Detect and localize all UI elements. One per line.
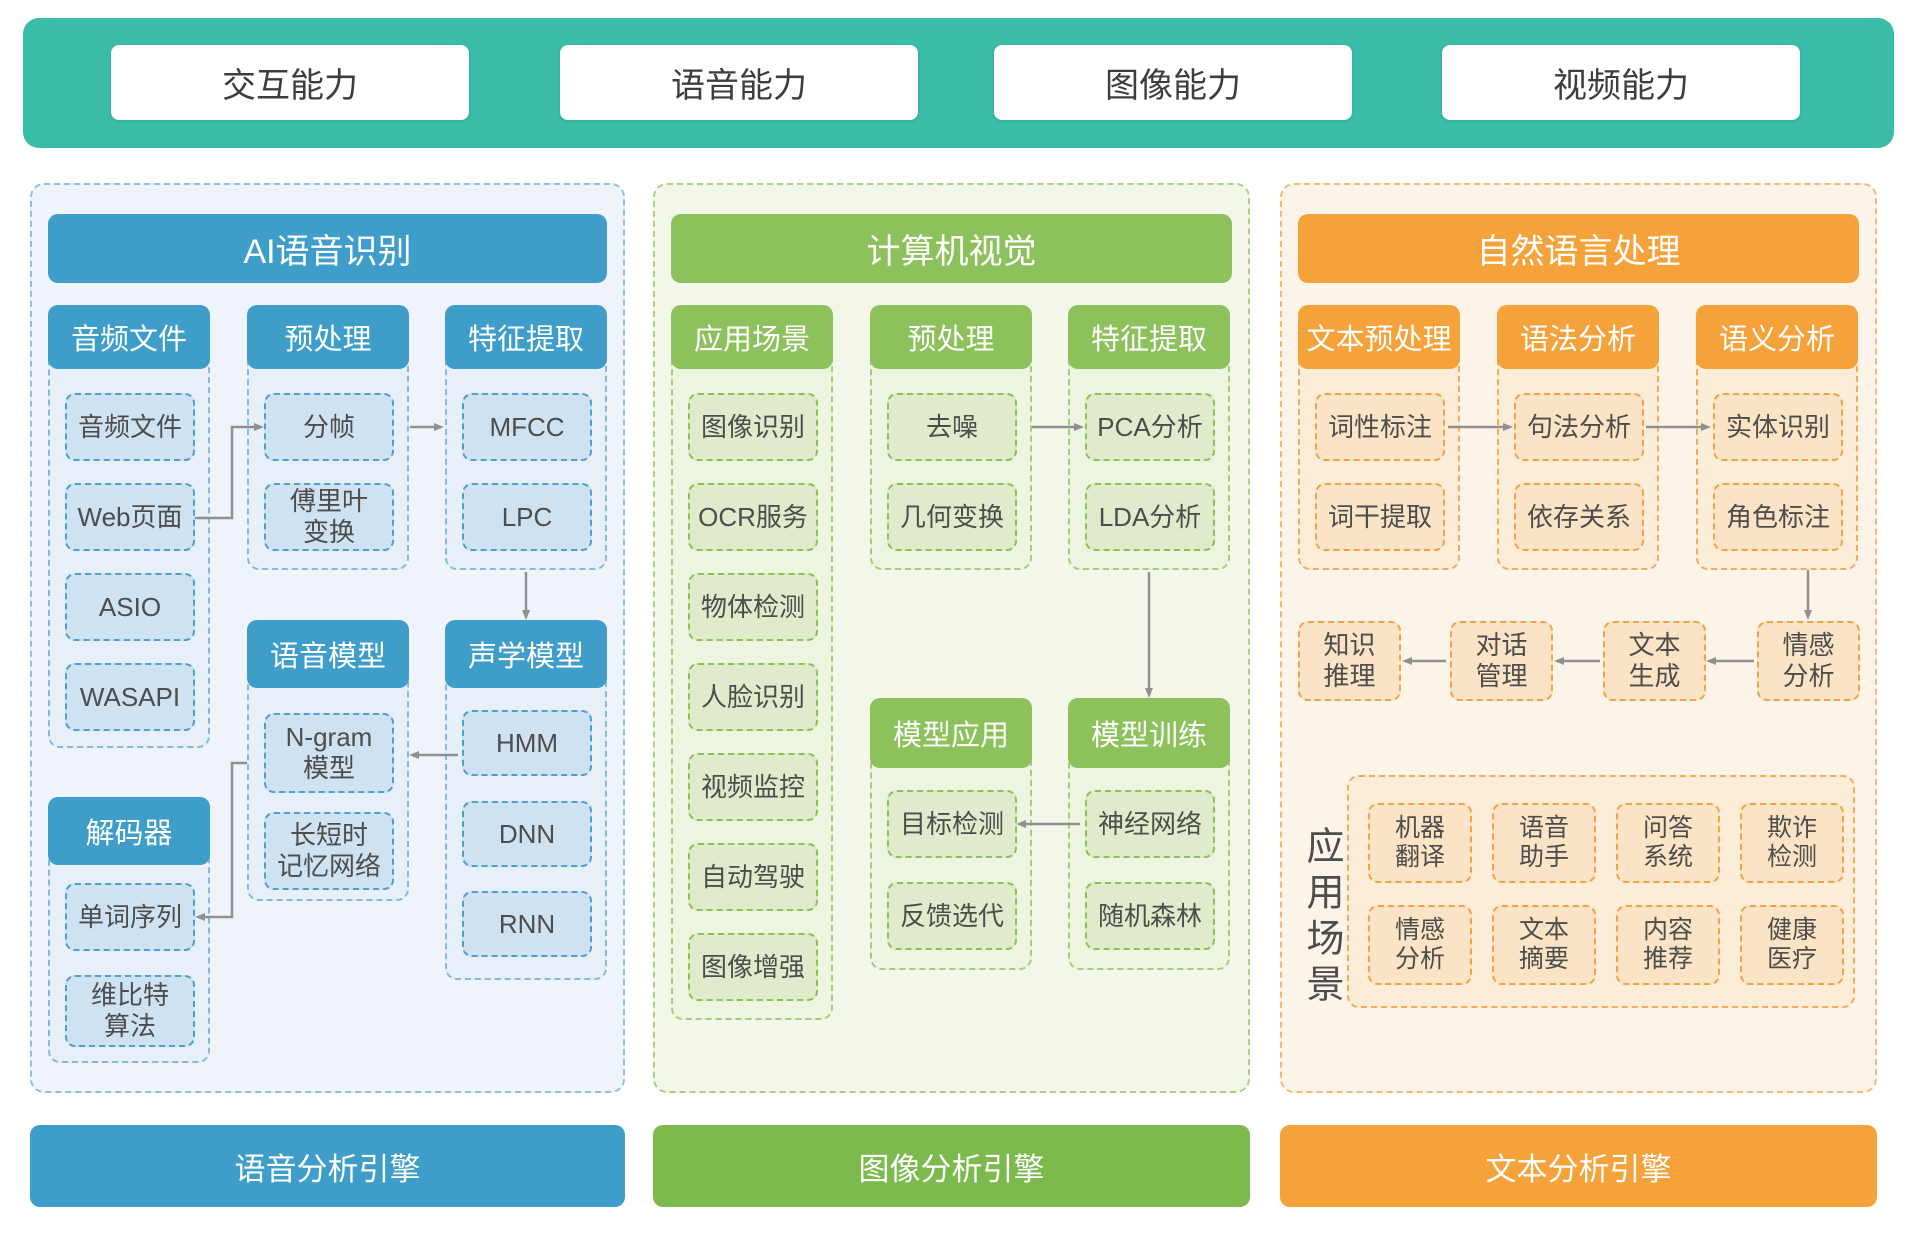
nlp-engine-bar: 文本分析引擎 [1280, 1125, 1877, 1207]
speech-title: AI语音识别 [48, 214, 607, 283]
diagram-node-sentiment-flow: 情感 分析 [1757, 621, 1860, 701]
diagram-node-voice-assistant: 语音 助手 [1492, 803, 1596, 883]
diagram-node-knowledge: 知识 推理 [1298, 621, 1401, 701]
diagram-node-parsing: 句法分析 [1514, 393, 1644, 461]
diagram-node-hmm: HMM [462, 710, 592, 776]
nlp-syntax-header: 语法分析 [1497, 305, 1659, 369]
diagram-node-random-forest: 随机森林 [1085, 882, 1215, 950]
diagram-node-lda: LDA分析 [1085, 483, 1215, 551]
language-model-header: 语音模型 [247, 620, 409, 688]
diagram-node-obj-detect: 物体检测 [688, 573, 818, 641]
diagram-node-healthcare: 健康 医疗 [1740, 905, 1844, 985]
diagram-node-ocr: OCR服务 [688, 483, 818, 551]
diagram-node-asio: ASIO [65, 573, 195, 641]
vision-feature-header: 特征提取 [1068, 305, 1230, 369]
speech-feature-header: 特征提取 [445, 305, 607, 369]
diagram-node-entity: 实体识别 [1713, 393, 1843, 461]
diagram-node-dnn: DNN [462, 801, 592, 867]
diagram-node-dialog: 对话 管理 [1450, 621, 1553, 701]
diagram-node-denoise: 去噪 [887, 393, 1017, 461]
model-apply-header: 模型应用 [870, 698, 1032, 768]
diagram-node-img-recog: 图像识别 [688, 393, 818, 461]
diagram-node-rnn: RNN [462, 891, 592, 957]
diagram-node-mt: 机器 翻译 [1368, 803, 1472, 883]
nlp-semantic-header: 语义分析 [1696, 305, 1858, 369]
decoder-header: 解码器 [48, 797, 210, 865]
nlp-title: 自然语言处理 [1298, 214, 1859, 283]
diagram-node-text-gen: 文本 生成 [1603, 621, 1706, 701]
diagram-node-fourier: 傅里叶 变换 [264, 483, 394, 551]
tab-speech[interactable]: 语音能力 [560, 45, 918, 120]
nlp-scenes-label: 应用场景 [1300, 826, 1342, 1010]
model-train-header: 模型训练 [1068, 698, 1230, 768]
speech-engine-bar: 语音分析引擎 [30, 1125, 625, 1207]
diagram-node-audio-file: 音频文件 [65, 393, 195, 461]
diagram-node-pca: PCA分析 [1085, 393, 1215, 461]
diagram-node-neural-net: 神经网络 [1085, 790, 1215, 858]
diagram-node-mfcc: MFCC [462, 393, 592, 461]
vision-title: 计算机视觉 [671, 214, 1232, 283]
tab-image[interactable]: 图像能力 [994, 45, 1352, 120]
speech-preprocess-header: 预处理 [247, 305, 409, 369]
diagram-node-lpc: LPC [462, 483, 592, 551]
diagram-node-word-seq: 单词序列 [65, 883, 195, 951]
diagram-node-target-detect: 目标检测 [887, 790, 1017, 858]
diagram-node-face: 人脸识别 [688, 663, 818, 731]
vision-preprocess-header: 预处理 [870, 305, 1032, 369]
diagram-node-img-enhance: 图像增强 [688, 933, 818, 1001]
diagram-node-viterbi: 维比特 算法 [65, 975, 195, 1047]
diagram-node-dependency: 依存关系 [1514, 483, 1644, 551]
diagram-node-web-page: Web页面 [65, 483, 195, 551]
audio-source-header: 音频文件 [48, 305, 210, 369]
tab-interaction[interactable]: 交互能力 [111, 45, 469, 120]
diagram-node-framing: 分帧 [264, 393, 394, 461]
tab-video[interactable]: 视频能力 [1442, 45, 1800, 120]
vision-engine-bar: 图像分析引擎 [653, 1125, 1250, 1207]
diagram-node-summary: 文本 摘要 [1492, 905, 1596, 985]
diagram-node-video-monitor: 视频监控 [688, 753, 818, 821]
diagram-node-ngram: N-gram 模型 [264, 713, 394, 793]
acoustic-model-header: 声学模型 [445, 620, 607, 688]
diagram-node-sentiment: 情感 分析 [1368, 905, 1472, 985]
diagram-node-role-label: 角色标注 [1713, 483, 1843, 551]
diagram-node-stemming: 词干提取 [1315, 483, 1445, 551]
diagram-node-qa: 问答 系统 [1616, 803, 1720, 883]
diagram-node-feedback: 反馈选代 [887, 882, 1017, 950]
diagram-node-recommend: 内容 推荐 [1616, 905, 1720, 985]
diagram-node-fraud: 欺诈 检测 [1740, 803, 1844, 883]
diagram-node-geometry: 几何变换 [887, 483, 1017, 551]
diagram-node-auto-drive: 自动驾驶 [688, 843, 818, 911]
diagram-node-wasapi: WASAPI [65, 663, 195, 731]
nlp-preprocess-header: 文本预处理 [1298, 305, 1460, 369]
vision-scenes-header: 应用场景 [671, 305, 833, 369]
diagram-node-lstm: 长短时 记忆网络 [264, 812, 394, 890]
diagram-node-pos-tag: 词性标注 [1315, 393, 1445, 461]
